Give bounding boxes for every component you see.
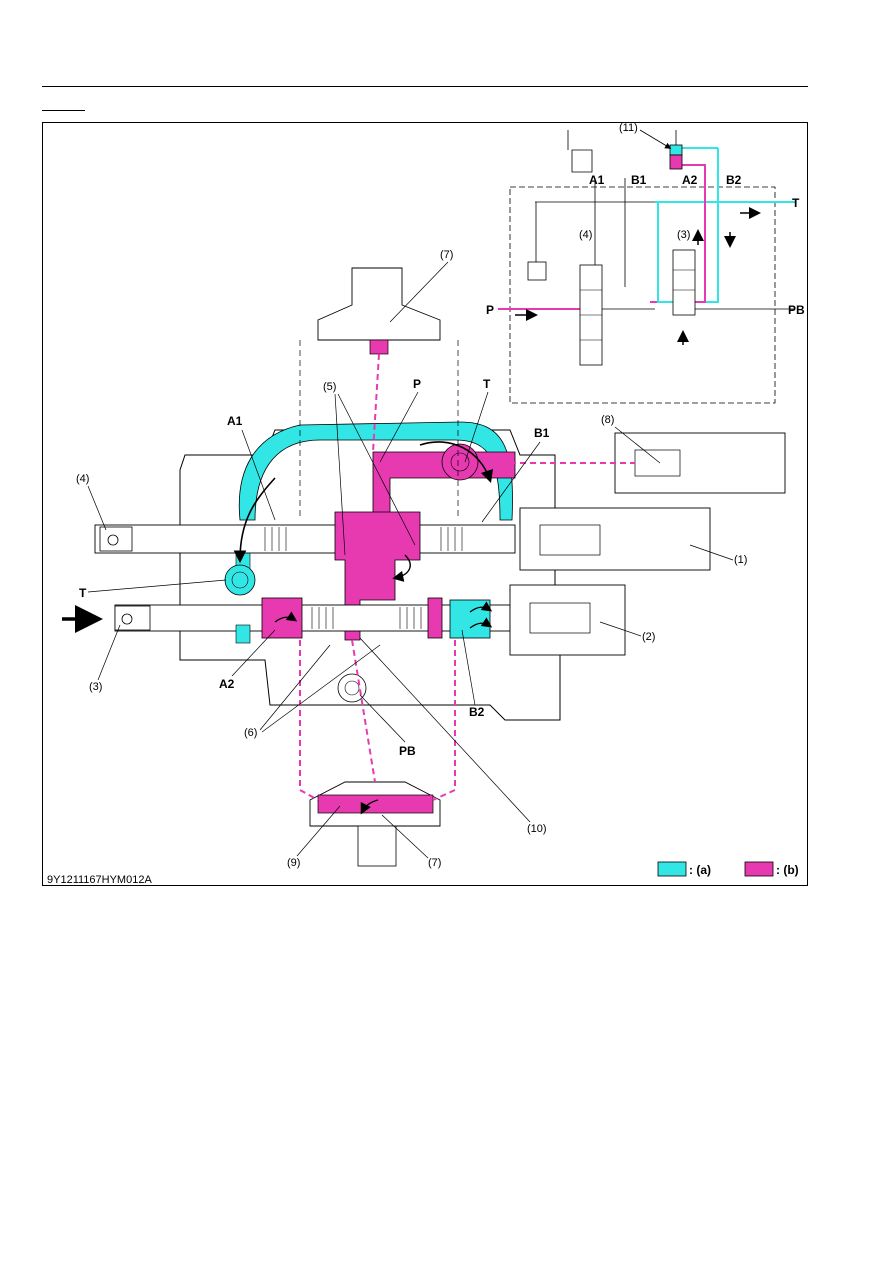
hydraulic-schematic: A1 B1 A2 B2 T P PB (4) (3) (11) [486, 122, 805, 404]
schematic-boundary [509, 186, 776, 404]
figure-code: 9Y1211167HYM012A [47, 874, 152, 886]
spool-3-eye [114, 605, 151, 631]
schematic-spool-3 [672, 249, 696, 316]
port-b2-label: B2 [469, 705, 485, 719]
schematic-port-p: P [486, 303, 494, 317]
schematic-port-a2: A2 [682, 173, 698, 187]
port-t-label-top: T [483, 377, 491, 391]
legend-swatch-a [657, 861, 687, 877]
schematic-port-a1: A1 [589, 173, 605, 187]
spool-4-eye [99, 526, 133, 552]
b2-port [449, 599, 491, 639]
figure-frame [42, 122, 808, 886]
callout-3: (3) [89, 681, 102, 693]
component-7-top [317, 267, 441, 341]
port-p-label: P [413, 377, 421, 391]
callout-5: (5) [323, 381, 336, 393]
schematic-relief-valve [527, 261, 547, 281]
callout-7-top: (7) [440, 249, 453, 261]
legend-swatch-b [744, 861, 774, 877]
callout-4: (4) [76, 473, 89, 485]
schematic-callout-11: (11) [619, 122, 638, 134]
schematic-cylinder-icon [571, 149, 593, 173]
spool-4-rod [94, 524, 516, 554]
legend-label-a: : (a) [689, 863, 711, 877]
cyan-passage-upper [238, 421, 513, 521]
port-a1-label: A1 [227, 414, 243, 428]
p-port-circle [441, 443, 479, 481]
component-9-passage [317, 794, 434, 814]
callout-9: (9) [287, 857, 300, 869]
port-a2-label: A2 [219, 677, 235, 691]
port-pb-label: PB [399, 744, 416, 758]
schematic-callout-4: (4) [579, 229, 592, 241]
callout-7-bottom: (7) [428, 857, 441, 869]
schematic-port-b1: B1 [631, 173, 647, 187]
callout-6: (6) [244, 727, 257, 739]
callout-8: (8) [601, 414, 614, 426]
legend-label-b: : (b) [776, 863, 799, 877]
spool-3-rod [114, 604, 511, 632]
schematic-component-11 [669, 144, 683, 156]
schematic-port-t: T [792, 196, 800, 210]
schematic-callout-3: (3) [677, 229, 690, 241]
valve-body [62, 267, 786, 867]
legend: : (a) : (b) [657, 861, 799, 877]
port-b1-label: B1 [534, 426, 550, 440]
schematic-port-b2: B2 [726, 173, 742, 187]
port-t-label-left: T [79, 586, 87, 600]
callout-2: (2) [642, 631, 655, 643]
callout-10: (10) [527, 823, 547, 835]
header-rule [42, 86, 808, 87]
main-labels: (7) (5) P T A1 B1 (8) (4) (1) T (2) (3) … [76, 249, 747, 869]
callout-1: (1) [734, 554, 747, 566]
t-port-circle [224, 564, 256, 596]
section-underline [42, 110, 85, 111]
schematic-port-pb: PB [788, 303, 805, 317]
pb-port-circle [337, 673, 367, 703]
